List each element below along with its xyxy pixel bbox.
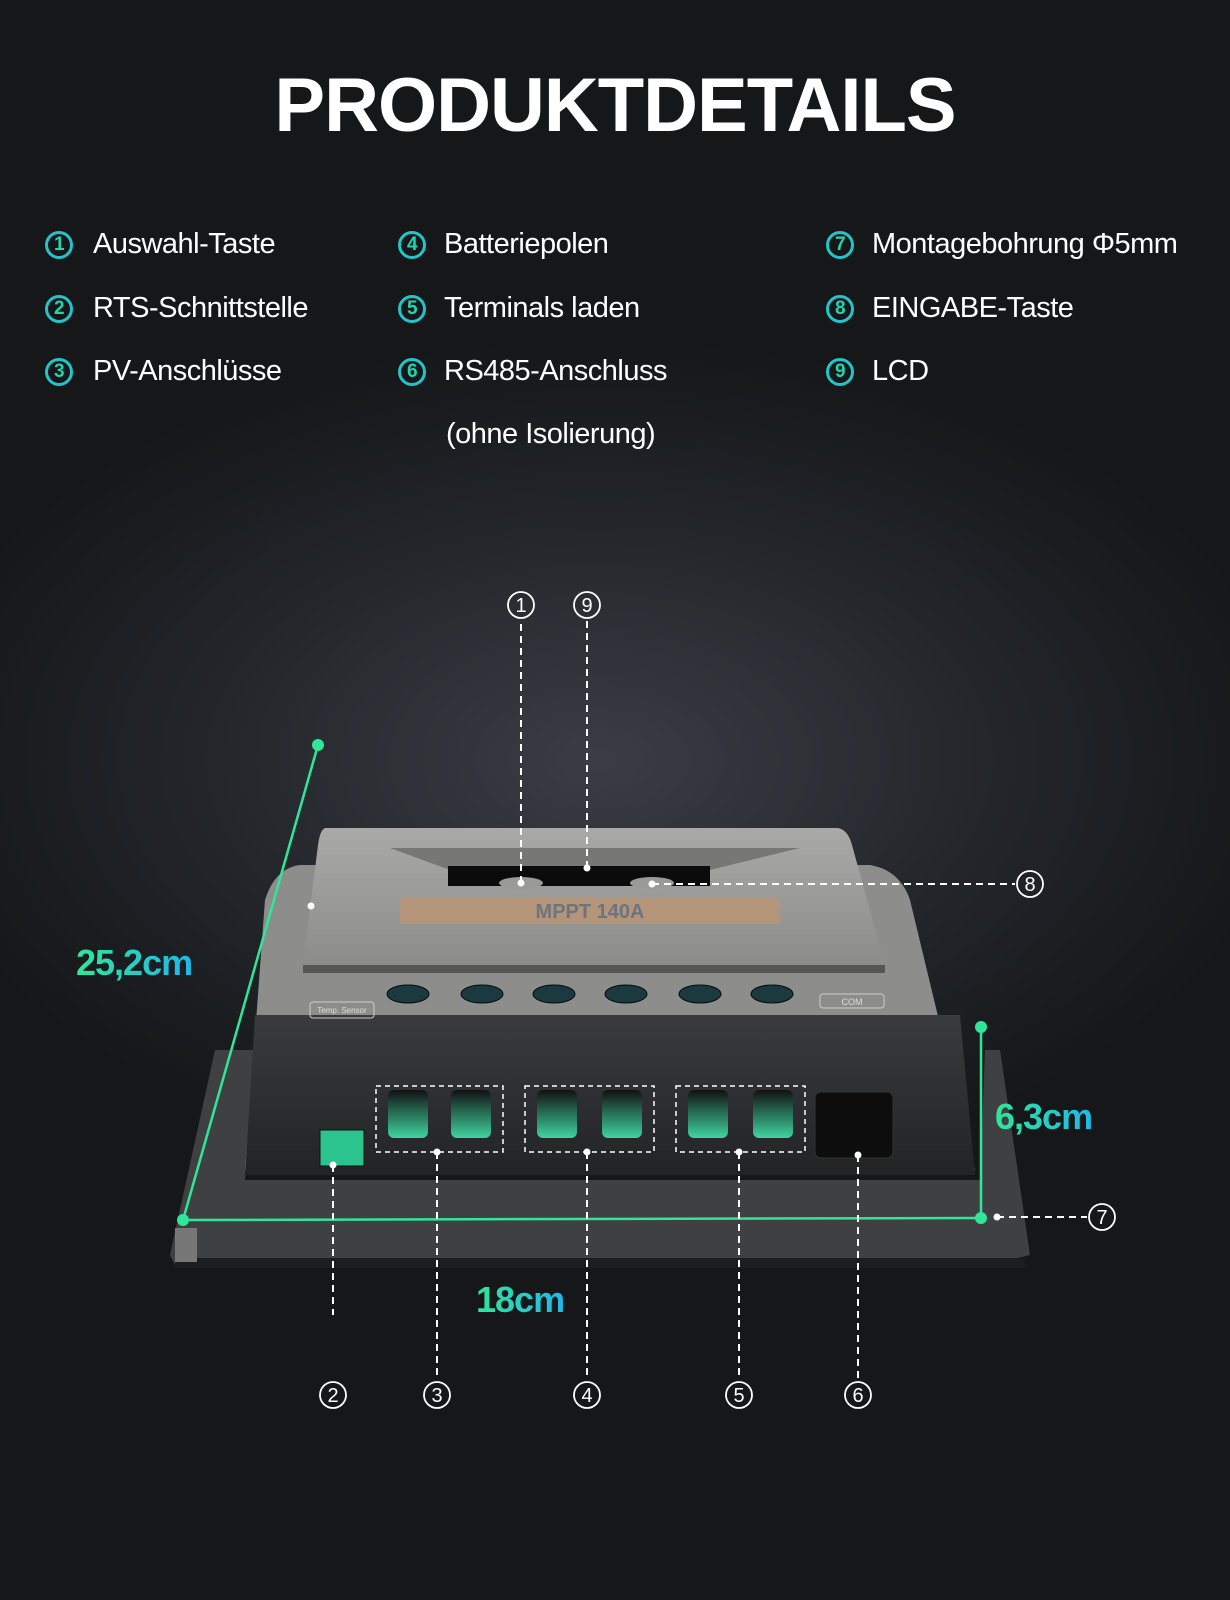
callout-badge <box>319 1381 347 1409</box>
number-badge: 5 <box>398 294 426 323</box>
mounting-plate <box>170 1050 1030 1268</box>
legend-item-2: 2 RTS-Schnittstelle <box>45 292 309 325</box>
legend-label: Montagebohrung Φ5mm <box>872 228 1178 260</box>
terminal-slot <box>388 1090 428 1138</box>
callout-dot <box>993 1213 1001 1221</box>
callout-dot <box>854 1151 862 1159</box>
callout-badge <box>844 1381 872 1409</box>
number-badge: 6 <box>398 357 426 386</box>
callout-badge <box>507 591 535 619</box>
number-badge: 3 <box>45 357 73 386</box>
rs485-port <box>814 1091 894 1159</box>
screw-hole <box>460 984 504 1004</box>
legend-label: Batteriepolen <box>444 228 609 260</box>
model-label <box>400 898 780 924</box>
screw-hole <box>678 984 722 1004</box>
temp-sensor-label: Temp. Sensor <box>317 1006 367 1015</box>
callout-badge <box>423 1381 451 1409</box>
callout-number: 8 <box>1024 874 1035 896</box>
callout-dot <box>307 902 315 910</box>
terminal-slot <box>602 1090 642 1138</box>
legend-label: RS485-Anschluss <box>444 355 668 387</box>
legend-sublabel: (ohne Isolierung) <box>446 418 656 450</box>
com-label: COM <box>842 997 863 1007</box>
callout-badge <box>725 1381 753 1409</box>
terminal-slot <box>537 1090 577 1138</box>
callout-badge <box>573 1381 601 1409</box>
callout-number: 4 <box>581 1385 592 1407</box>
terminal-slot <box>688 1090 728 1138</box>
callout-dot <box>329 1161 337 1169</box>
number-badge: 8 <box>826 294 854 323</box>
width-dimension: 18cm <box>476 1279 565 1320</box>
terminal-screws <box>386 984 794 1004</box>
callout-dot <box>583 864 591 872</box>
legend-item-5: 5 Terminals laden <box>398 292 640 325</box>
legend-item-4: 4 Batteriepolen <box>398 228 609 261</box>
number-badge: 2 <box>45 294 73 323</box>
number-badge: 7 <box>826 230 854 259</box>
callout-number: 1 <box>515 595 526 617</box>
legend-item-8: 8 EINGABE-Taste <box>826 292 1074 325</box>
terminal-group-outline <box>524 1085 655 1153</box>
page-title: PRODUKTDETAILS <box>274 63 956 148</box>
screw-hole <box>750 984 794 1004</box>
callout-number: 2 <box>327 1385 338 1407</box>
terminals <box>375 1085 806 1153</box>
legend-label: PV-Anschlüsse <box>93 355 282 387</box>
terminal-slot <box>753 1090 793 1138</box>
callout-dot <box>735 1148 743 1156</box>
legend-label: Terminals laden <box>444 292 640 324</box>
callout-dot <box>648 880 656 888</box>
callout-number: 3 <box>431 1385 442 1407</box>
model-text: MPPT 140A <box>536 901 645 923</box>
rts-port <box>319 1129 365 1167</box>
number-badge: 1 <box>45 230 73 259</box>
number-badge: 9 <box>826 357 854 386</box>
callout-badge <box>1016 870 1044 898</box>
callout-badge <box>1088 1203 1116 1231</box>
screw-hole <box>532 984 576 1004</box>
height-dimension: 6,3cm <box>995 1096 1093 1137</box>
callout-number: 6 <box>852 1385 863 1407</box>
callout-badge <box>573 591 601 619</box>
terminal-group-outline <box>675 1085 806 1153</box>
legend-item-1: 1 Auswahl-Taste <box>45 228 276 261</box>
legend-label: LCD <box>872 355 929 387</box>
legend-item-7: 7 Montagebohrung Φ5mm <box>826 228 1178 261</box>
number-badge: 4 <box>398 230 426 259</box>
callout-number: 5 <box>733 1385 744 1407</box>
legend-label: RTS-Schnittstelle <box>93 292 309 324</box>
dimension-endpoints <box>177 739 987 1226</box>
screw-hole <box>604 984 648 1004</box>
callout-dot <box>517 879 525 887</box>
callout-number: 7 <box>1096 1207 1107 1229</box>
legend-item-6: 6 RS485-Anschluss <box>398 355 668 388</box>
legend-label: Auswahl-Taste <box>93 228 276 260</box>
dimension-lines <box>181 744 983 1222</box>
legend-item-3: 3 PV-Anschlüsse <box>45 355 282 388</box>
mounting-bolt <box>175 1228 197 1262</box>
callout-dot <box>433 1148 441 1156</box>
callout-dot <box>583 1148 591 1156</box>
callout-number: 9 <box>581 595 592 617</box>
callouts: 1 9 8 7 2 3 4 5 6 <box>307 591 1116 1409</box>
legend-item-9: 9 LCD <box>826 355 929 388</box>
terminal-slot <box>451 1090 491 1138</box>
screw-hole <box>386 984 430 1004</box>
legend-label: EINGABE-Taste <box>872 292 1074 324</box>
depth-dimension: 25,2cm <box>76 942 193 983</box>
